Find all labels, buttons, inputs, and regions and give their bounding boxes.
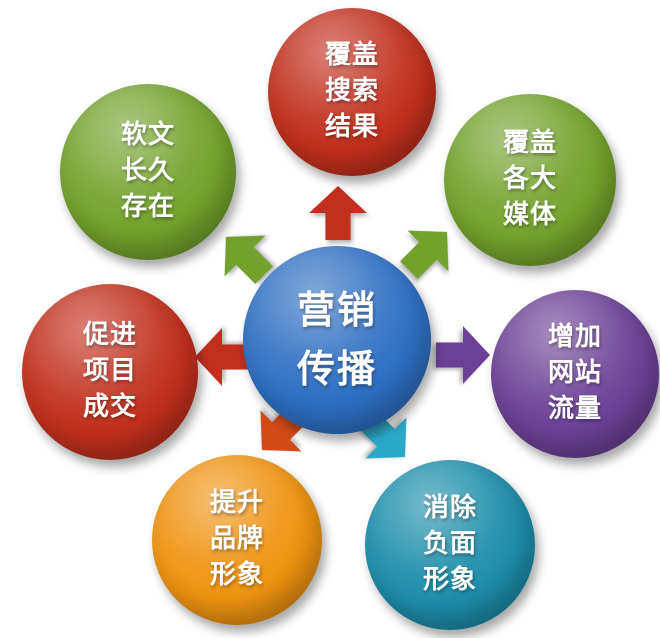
node-text-line: 覆盖 [324, 40, 379, 71]
node-text-line: 品牌 [209, 524, 264, 555]
node-text-line: 搜索 [324, 76, 379, 107]
arrow-up-icon [309, 186, 367, 240]
arrow-left-icon [195, 328, 249, 386]
arrow-up-right-icon [388, 211, 467, 290]
hub-text-line: 传播 [296, 347, 377, 391]
node-text-line: 流量 [547, 393, 602, 424]
node-text-line: 形象 [209, 559, 264, 590]
node-text-line: 覆盖 [502, 128, 557, 159]
node-text-line: 项目 [82, 356, 137, 387]
node-text-line: 提升 [209, 488, 264, 519]
node-text-line: 网站 [547, 358, 602, 389]
node-text-line: 消除 [422, 493, 477, 524]
hub-circle-marketing-communication: 营销 传播 [243, 246, 431, 434]
node-text-line: 存在 [120, 191, 175, 222]
node-text-line: 形象 [422, 564, 477, 595]
node-circle-cover-major-media: 覆盖 各大 媒体 [444, 94, 616, 266]
node-text-line: 增加 [547, 322, 602, 353]
node-text-line: 促进 [82, 320, 137, 351]
node-text-line: 媒体 [502, 199, 557, 230]
arrow-up-left-icon [205, 216, 284, 295]
node-circle-eliminate-negative-image: 消除 负面 形象 [365, 460, 535, 630]
node-text-line: 负面 [422, 529, 477, 560]
node-circle-promote-project-deals: 促进 项目 成交 [22, 284, 198, 460]
node-text-line: 成交 [82, 391, 137, 422]
hub-text-line: 营销 [296, 288, 377, 333]
node-text-line: 长久 [120, 156, 175, 187]
node-circle-increase-website-traffic: 增加 网站 流量 [491, 290, 659, 458]
node-circle-soft-articles-persist: 软文 长久 存在 [60, 84, 236, 260]
node-circle-cover-search-results: 覆盖 搜索 结果 [268, 8, 436, 176]
node-text-line: 各大 [502, 164, 557, 195]
arrow-right-icon [436, 326, 490, 384]
node-circle-improve-brand-image: 提升 品牌 形象 [152, 455, 322, 625]
node-text-line: 软文 [120, 120, 175, 151]
node-text-line: 结果 [324, 111, 379, 142]
